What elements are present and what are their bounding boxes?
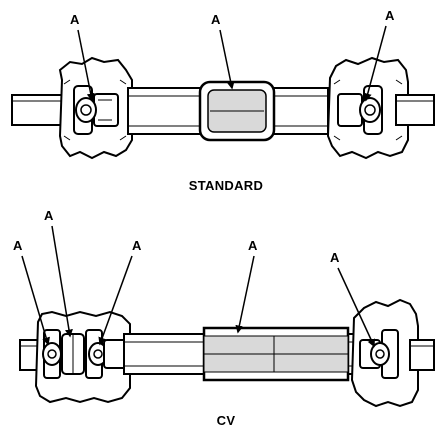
cv-right-stub-shaft <box>409 339 435 371</box>
standard-caption: STANDARD <box>189 178 263 193</box>
cv-callout-outer-left: A <box>13 238 23 253</box>
standard-callout-center: A <box>211 12 221 27</box>
standard-driveline: A A A STANDARD <box>11 8 435 193</box>
cv-leader-second-left <box>51 225 73 338</box>
standard-right-stub-shaft <box>395 94 435 126</box>
cv-callout-right: A <box>330 250 340 265</box>
standard-left-stub-shaft <box>11 94 65 126</box>
standard-callout-left: A <box>70 12 80 27</box>
cv-callout-second-left: A <box>44 208 54 223</box>
standard-leader-center <box>219 29 235 90</box>
cv-callout-center: A <box>248 238 258 253</box>
cv-driveline: A A A A A CV <box>13 208 435 428</box>
cv-leader-center <box>235 255 255 334</box>
cv-leader-right <box>337 267 375 348</box>
standard-leader-right <box>363 25 387 102</box>
standard-leader-left <box>77 29 95 102</box>
cv-leader-inner-left <box>98 255 133 346</box>
cv-leader-outer-left <box>21 255 50 346</box>
cv-callout-inner-left: A <box>132 238 142 253</box>
cv-caption: CV <box>217 413 236 428</box>
standard-callout-right: A <box>385 8 395 23</box>
